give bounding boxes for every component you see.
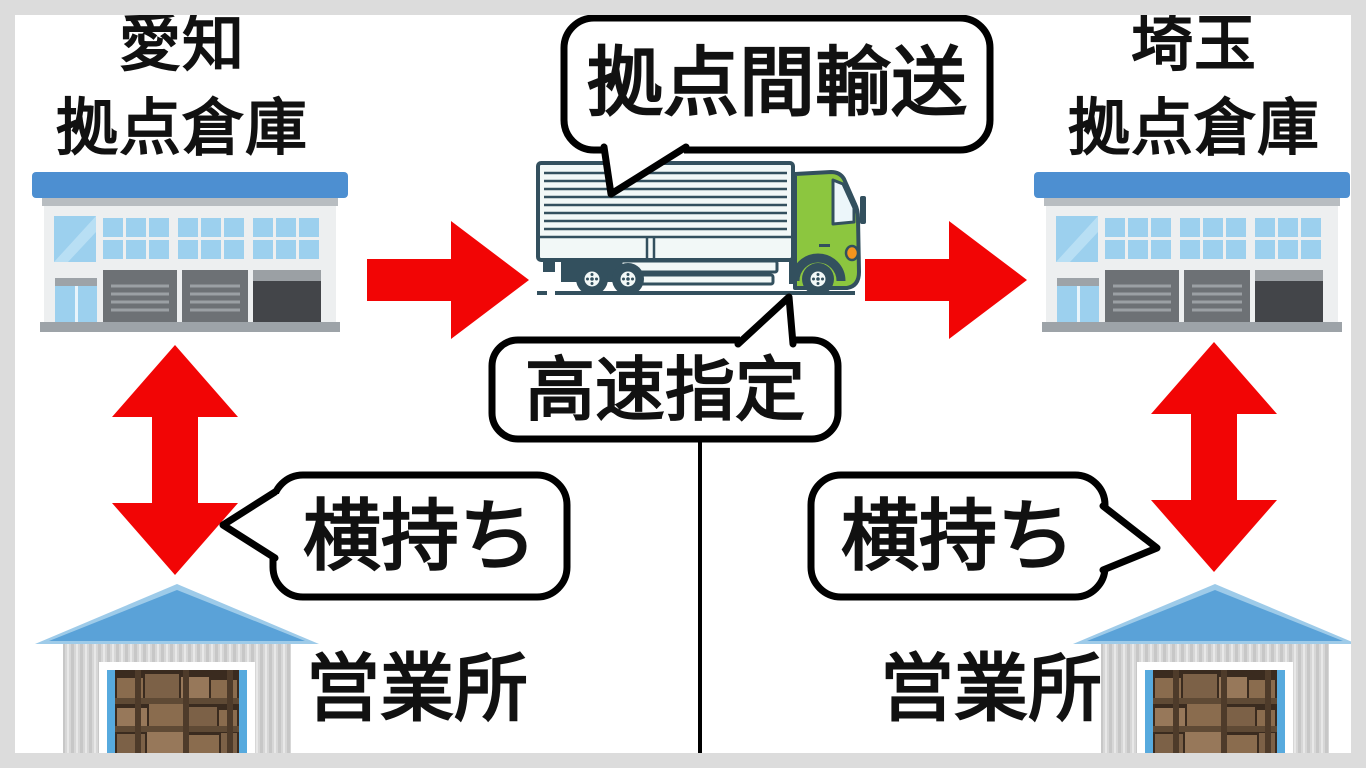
warehouse-building-left-icon bbox=[32, 170, 348, 338]
label-office-left: 営業所 bbox=[306, 647, 528, 730]
highway-label: 高速指定 bbox=[525, 350, 805, 429]
yokomochi-left-label: 横持ち bbox=[302, 492, 537, 580]
warehouse-building-right-icon bbox=[1034, 170, 1350, 338]
arrow-truck-to-warehouse-icon bbox=[863, 215, 1033, 345]
speech-bubble-shape bbox=[807, 471, 1161, 601]
label-region-left: 愛知 bbox=[118, 10, 245, 79]
speech-bubble-highway: 高速指定 bbox=[488, 292, 844, 450]
yokomochi-right-label: 横持ち bbox=[840, 492, 1075, 580]
label-facility-right: 拠点倉庫 bbox=[1067, 94, 1320, 163]
speech-bubble-yokomochi-right: 横持ち bbox=[805, 470, 1165, 605]
speech-bubble-shape bbox=[219, 471, 571, 601]
speech-bubble-shape bbox=[560, 14, 994, 198]
label-region-right: 埼玉 bbox=[1130, 10, 1257, 79]
arrow-double-vertical-right-icon bbox=[1151, 342, 1277, 572]
speech-bubble-trunk-transport: 拠点間輸送 bbox=[560, 14, 996, 200]
frame-border-left bbox=[0, 0, 15, 768]
speech-bubble-shape bbox=[488, 293, 842, 443]
frame-border-bottom bbox=[0, 753, 1366, 768]
speech-bubble-yokomochi-left: 横持ち bbox=[215, 470, 575, 605]
trunk-transport-label: 拠点間輸送 bbox=[587, 41, 967, 126]
frame-border-right bbox=[1351, 0, 1366, 768]
label-facility-left: 拠点倉庫 bbox=[55, 94, 308, 163]
center-divider-line bbox=[698, 439, 702, 753]
frame-border-top bbox=[0, 0, 1366, 15]
shed-left-icon bbox=[35, 584, 319, 754]
label-office-right: 営業所 bbox=[880, 647, 1102, 730]
